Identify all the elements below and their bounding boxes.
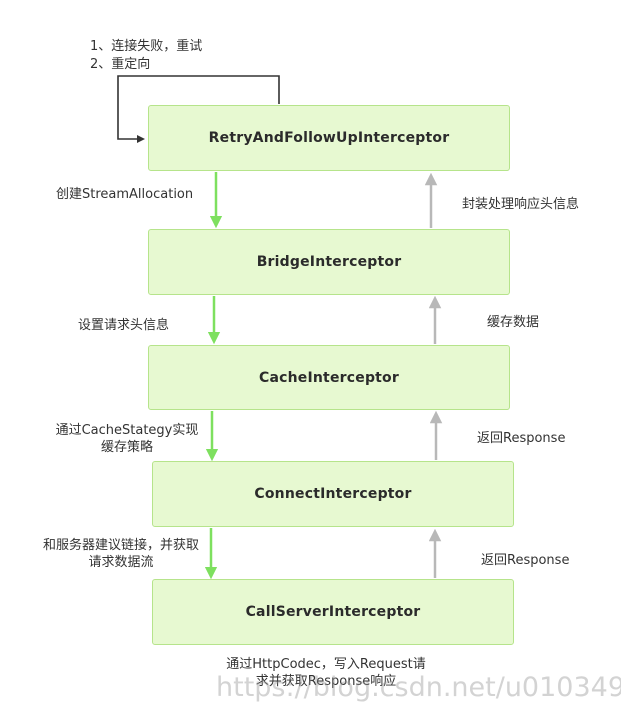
label-cache-to-connect: 通过CacheStategy实现 缓存策略 [44,422,210,456]
label-retry-to-bridge: 创建StreamAllocation [56,187,194,202]
label-bridge-to-cache: 设置请求头信息 [78,318,170,333]
retry-loop-arrow [117,75,280,143]
bottom-note-line-1: 通过HttpCodec，写入Request请 [226,657,426,672]
loop-note-line-1: 1、连接失败，重试 [90,39,203,54]
node-cache-interceptor: CacheInterceptor [148,345,510,410]
label-connect-to-callserver: 和服务器建议链接，并获取 请求数据流 [32,537,210,571]
label-connect-to-cache: 返回Response [477,431,566,446]
watermark-text: https://blog.csdn.net/u010349644 [216,672,621,703]
loop-note-line-2: 2、重定向 [90,57,151,72]
label-cache-to-bridge: 缓存数据 [487,315,540,330]
label-callserver-to-connect: 返回Response [481,553,570,568]
node-connect-interceptor: ConnectInterceptor [152,461,514,527]
label-connect-to-callserver-line-2: 请求数据流 [88,555,154,570]
label-connect-to-callserver-line-1: 和服务器建议链接，并获取 [42,538,199,553]
node-call-server-interceptor: CallServerInterceptor [152,579,514,645]
bottom-note: 通过HttpCodec，写入Request请 求并获取Response响应 [208,656,444,690]
node-retry-and-follow-up-interceptor: RetryAndFollowUpInterceptor [148,105,510,171]
node-bridge-interceptor: BridgeInterceptor [148,229,510,295]
label-cache-to-connect-line-2: 缓存策略 [100,440,153,455]
bottom-note-line-2: 求并获取Response响应 [255,674,397,689]
label-cache-to-connect-line-1: 通过CacheStategy实现 [55,423,199,438]
label-bridge-to-retry: 封装处理响应头信息 [462,197,580,212]
